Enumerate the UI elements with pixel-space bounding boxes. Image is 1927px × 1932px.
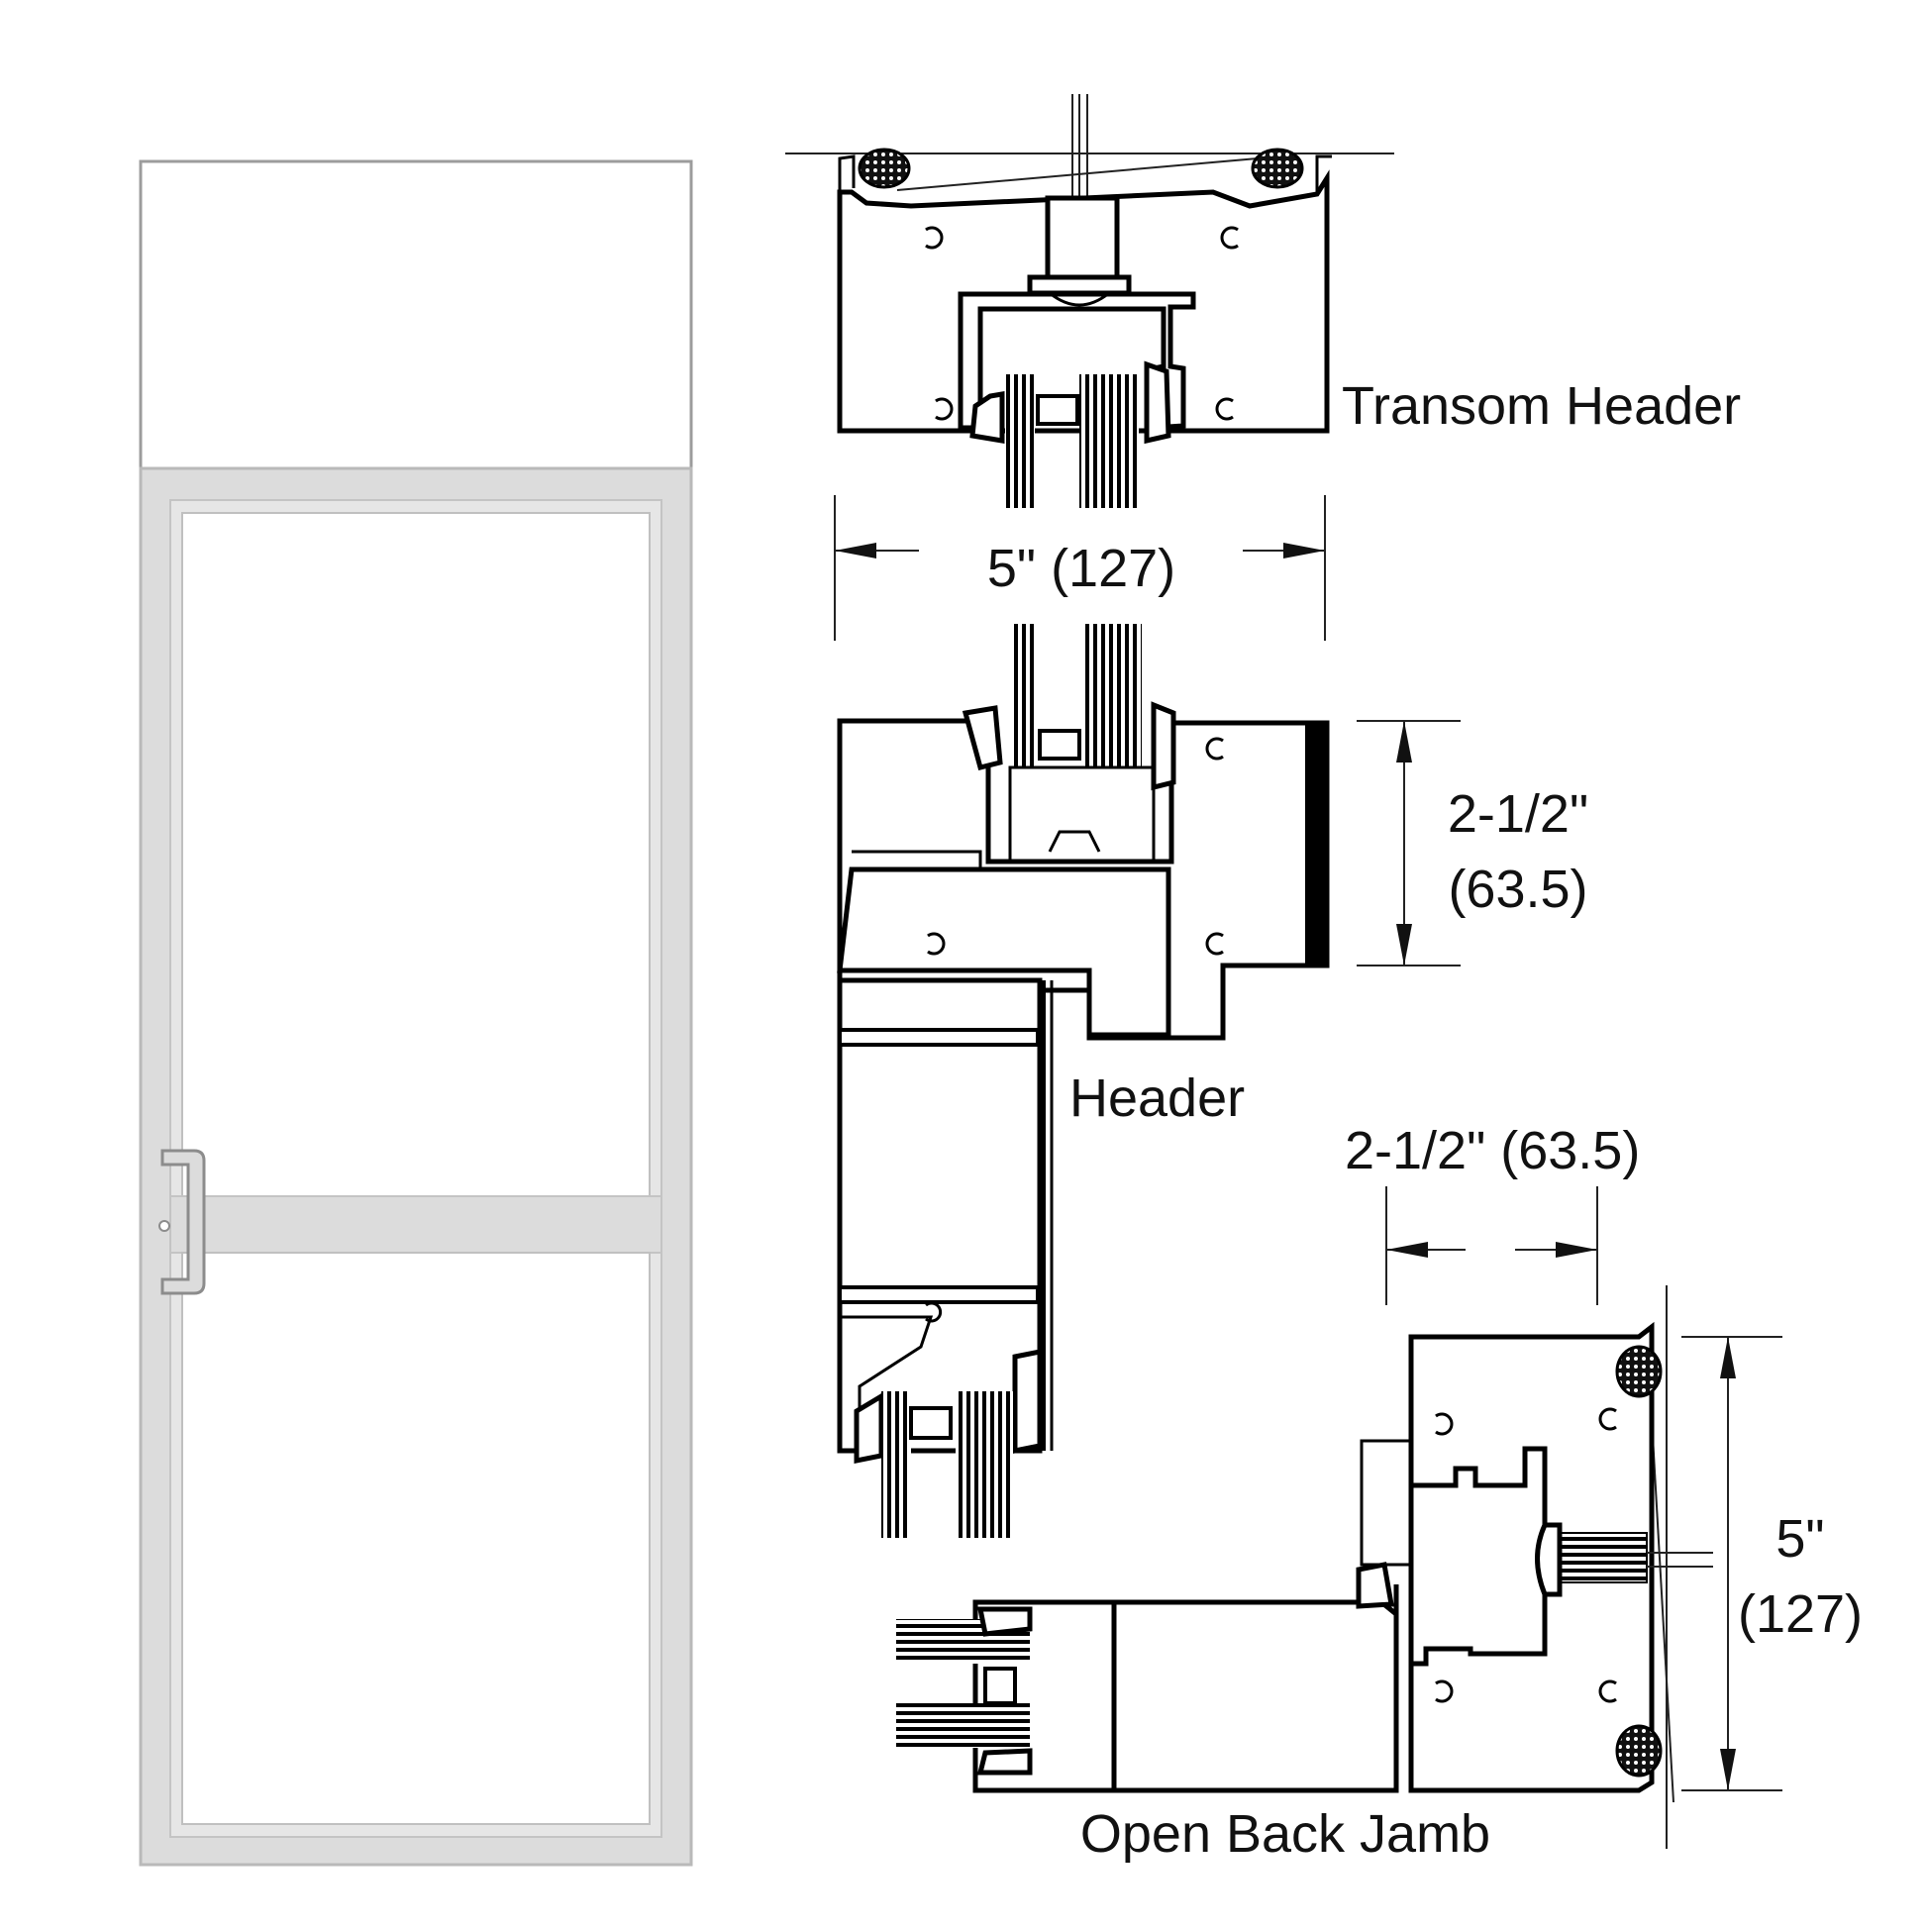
dimension-header-height: 2-1/2" (63.5) (1357, 720, 1588, 966)
dimension-jamb-width: 2-1/2" (63.5) (1345, 1121, 1640, 1305)
dim-jamb-width: 2-1/2" (63.5) (1345, 1121, 1640, 1180)
pull-handle (160, 1149, 206, 1295)
label-header: Header (1069, 1068, 1245, 1128)
dimension-jamb-depth: 5" (127) (1681, 1336, 1863, 1791)
mid-rail (169, 1195, 662, 1254)
label-open-back-jamb: Open Back Jamb (1080, 1804, 1490, 1864)
transom-panel (139, 159, 693, 470)
dimension-transom-width: 5" (127) (834, 495, 1326, 641)
transom-header-section: Transom Header (785, 94, 1741, 508)
dim-transom-width: 5" (127) (987, 539, 1175, 598)
lock-cylinder (158, 1220, 170, 1232)
dim-jamb-depth-line2: (127) (1738, 1584, 1863, 1644)
door-elevation (139, 159, 693, 1867)
open-back-jamb-section: Open Back Jamb (896, 1285, 1713, 1864)
upper-glass-lite (181, 512, 651, 1197)
label-transom-header: Transom Header (1342, 376, 1741, 436)
dim-header-height-line1: 2-1/2" (1448, 784, 1588, 844)
dim-header-height-line2: (63.5) (1448, 860, 1587, 919)
lower-glass-lite (181, 1252, 651, 1825)
dim-jamb-depth-line1: 5" (1775, 1509, 1824, 1569)
header-section: Header (837, 624, 1330, 1538)
